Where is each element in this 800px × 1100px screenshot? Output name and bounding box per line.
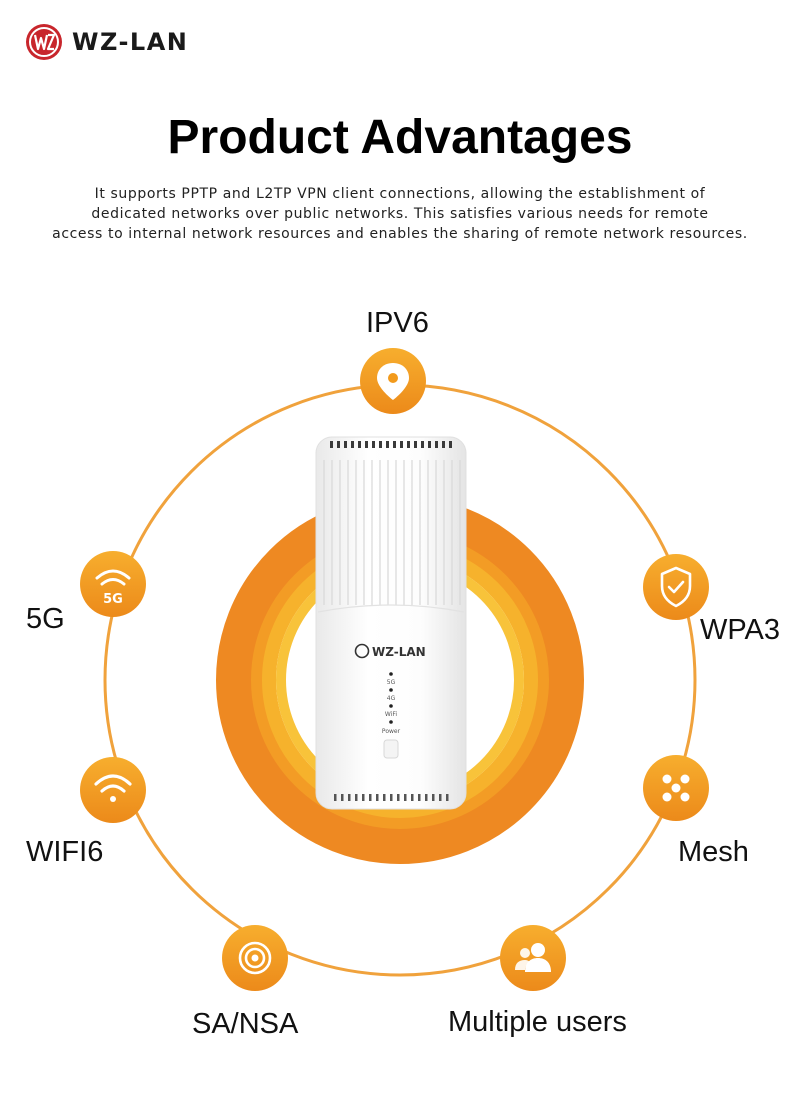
description-line: dedicated networks over public networks.…: [91, 206, 709, 222]
feature-label-sansa: SA/NSA: [192, 1008, 299, 1040]
feature-label-wifi6: WIFI6: [26, 836, 104, 868]
feature-bubble-wifi6: [80, 757, 146, 823]
router-top-vents: [330, 441, 452, 448]
feature-label-5g: 5G: [26, 603, 65, 635]
router-brand: WZ-LAN: [372, 645, 426, 659]
users-icon: [515, 943, 551, 972]
5g-wifi-icon: [95, 569, 131, 586]
feature-bubble-5g: 5G: [80, 551, 146, 617]
feature-label-wpa3: WPA3: [700, 614, 781, 646]
indicator-5g: 5G: [387, 679, 396, 686]
router-button: [383, 739, 399, 759]
wifi-icon: [94, 774, 132, 793]
brand-header: WZ-LAN: [24, 22, 188, 62]
indicator-wifi: WiFi: [385, 711, 397, 718]
location-pin-icon: [377, 363, 409, 400]
target-rings-icon: [238, 941, 272, 975]
shield-check-icon: [660, 566, 692, 608]
router-bottom-vents: [334, 794, 449, 801]
feature-bubble-wpa3: [643, 554, 709, 620]
brand-logo-icon: [26, 24, 62, 60]
indicator-power: Power: [382, 728, 401, 735]
router-ribs: [323, 460, 461, 605]
5g-icon-text: 5G: [103, 592, 123, 607]
indicator-4g: 4G: [387, 695, 396, 702]
page-title: Product Advantages: [167, 111, 633, 164]
feature-bubble-mesh: [643, 755, 709, 821]
description-line: It supports PPTP and L2TP VPN client con…: [94, 186, 706, 202]
brand-name: WZ-LAN: [72, 28, 189, 56]
page-description: It supports PPTP and L2TP VPN client con…: [20, 184, 780, 244]
description-line: access to internal network resources and…: [52, 226, 748, 242]
router-device: WZ-LAN 5G 4G WiFi Power: [315, 436, 467, 810]
feature-bubble-users: [500, 925, 566, 991]
feature-label-ipv6: IPV6: [366, 307, 429, 339]
feature-bubble-ipv6: [360, 348, 426, 414]
router-indicators: 5G 4G WiFi Power: [382, 672, 401, 735]
feature-label-mesh: Mesh: [678, 836, 749, 868]
feature-bubble-sansa: [222, 925, 288, 991]
mesh-dots-icon: [662, 774, 690, 802]
router-logo-icon: [354, 643, 370, 659]
feature-label-users: Multiple users: [448, 1006, 627, 1038]
